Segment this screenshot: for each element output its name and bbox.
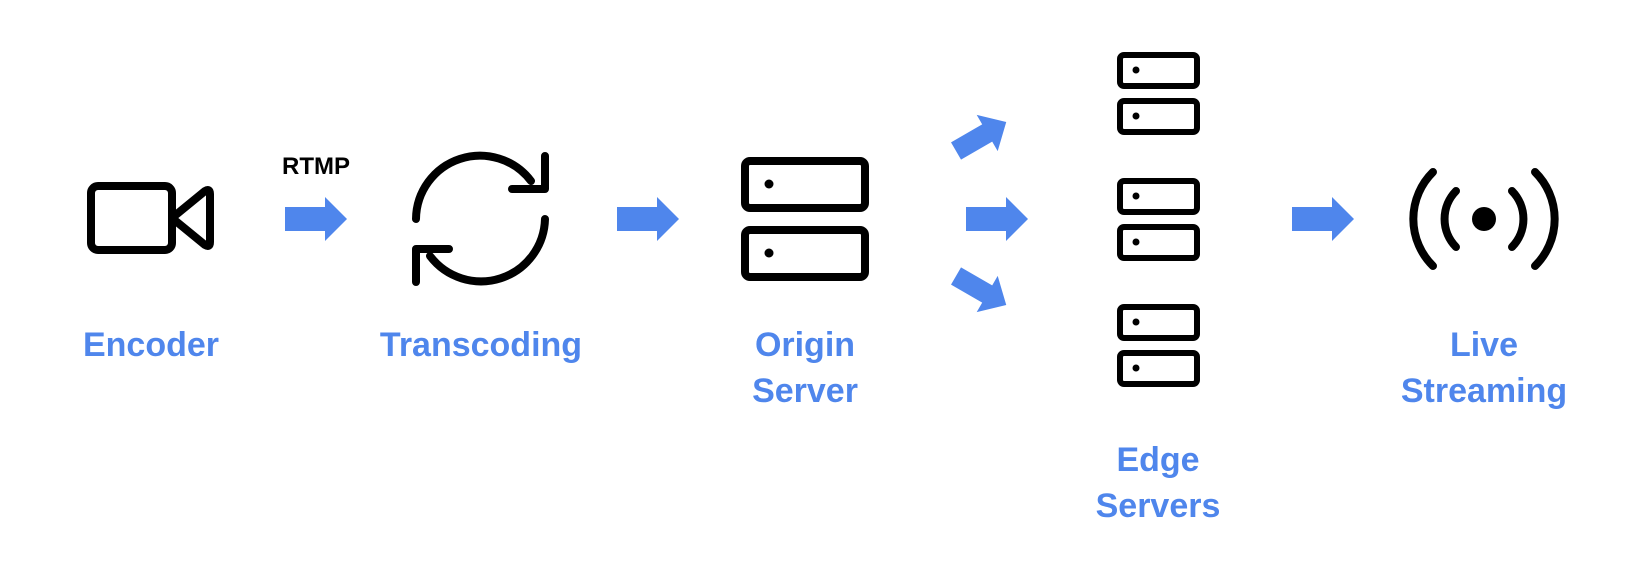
arrow-right-icon bbox=[285, 197, 347, 241]
live-streaming-label: Live Streaming bbox=[1364, 322, 1604, 414]
sync-arrows-icon bbox=[412, 151, 549, 286]
origin-server-label-line2: Server bbox=[752, 372, 858, 410]
server-icon bbox=[741, 157, 869, 281]
rtmp-connection-label: RTMP bbox=[282, 153, 350, 180]
server-icon bbox=[1117, 304, 1200, 387]
live-streaming-label-line1: Live bbox=[1449, 326, 1519, 364]
arrow-up-right-icon bbox=[951, 114, 1007, 160]
live-streaming-label-line2: Streaming bbox=[1400, 372, 1568, 410]
edge-servers-label: Edge Servers bbox=[1058, 437, 1258, 529]
arrow-right-icon bbox=[617, 197, 679, 241]
arrow-right-icon bbox=[966, 197, 1028, 241]
video-camera-icon bbox=[87, 182, 214, 254]
edge-servers-label-line2: Servers bbox=[1095, 487, 1221, 525]
server-icon bbox=[1117, 178, 1200, 261]
arrow-down-right-icon bbox=[951, 267, 1007, 313]
transcoding-label: Transcoding bbox=[379, 326, 583, 364]
broadcast-icon bbox=[1409, 168, 1559, 270]
origin-server-label: Origin Server bbox=[705, 322, 905, 414]
server-icon bbox=[1117, 52, 1200, 135]
edge-servers-label-line1: Edge bbox=[1116, 441, 1200, 479]
arrow-right-icon bbox=[1292, 197, 1354, 241]
encoder-label: Encoder bbox=[82, 326, 220, 364]
origin-server-label-line1: Origin bbox=[754, 326, 856, 364]
